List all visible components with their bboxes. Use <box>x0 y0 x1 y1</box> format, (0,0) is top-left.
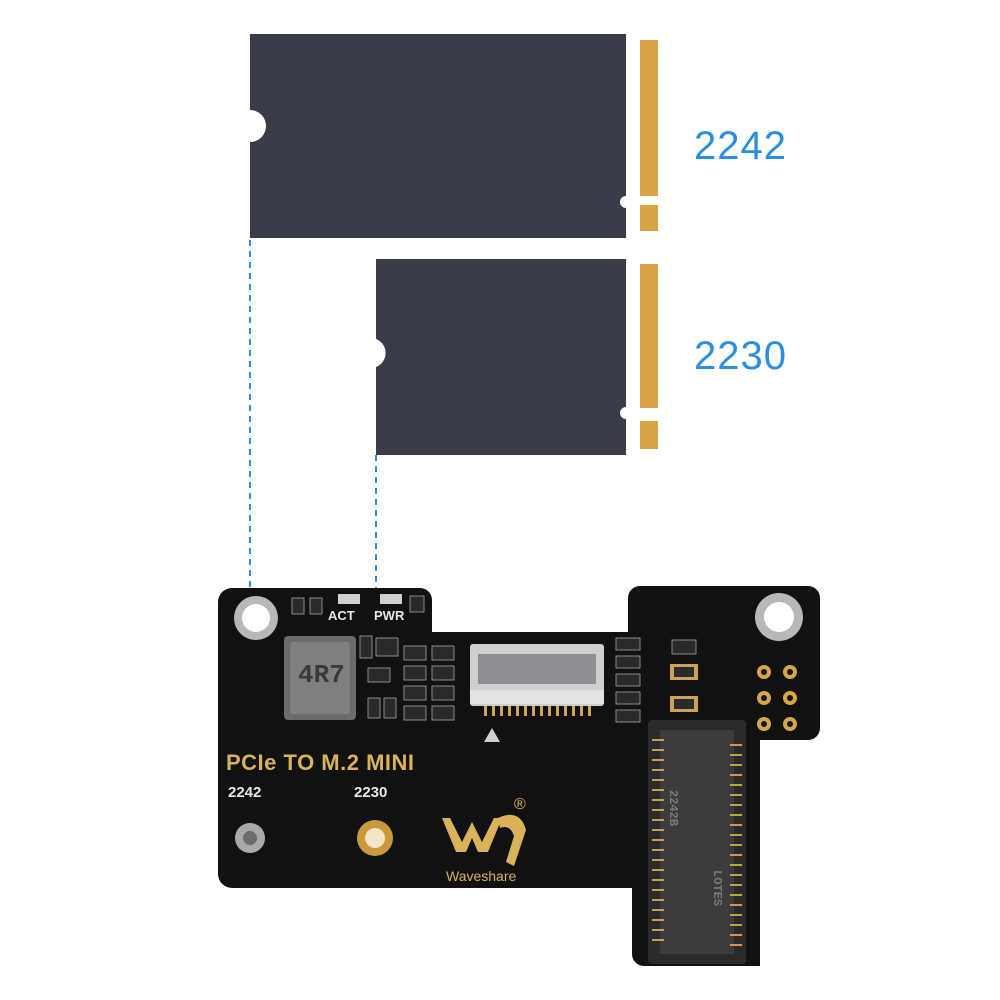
ssd-2230-label: 2230 <box>694 334 787 378</box>
led-pwr-label: PWR <box>374 608 405 623</box>
connector-marking-2242b: 2242B <box>666 790 680 827</box>
brand-name: Waveshare <box>446 868 517 884</box>
led-act-label: ACT <box>328 608 355 623</box>
hole-label-2242: 2242 <box>228 784 262 801</box>
board-title: PCIe TO M.2 MINI <box>226 750 415 775</box>
connector-marking-lotes: LOTES <box>710 870 724 907</box>
hole-label-2230: 2230 <box>354 784 388 801</box>
inductor-marking: 4R7 <box>298 660 345 690</box>
ssd-2242-label: 2242 <box>694 124 787 168</box>
registered-mark: ® <box>514 796 526 813</box>
ssd-2242-module <box>250 34 658 238</box>
ssd-2230-module <box>376 259 658 455</box>
